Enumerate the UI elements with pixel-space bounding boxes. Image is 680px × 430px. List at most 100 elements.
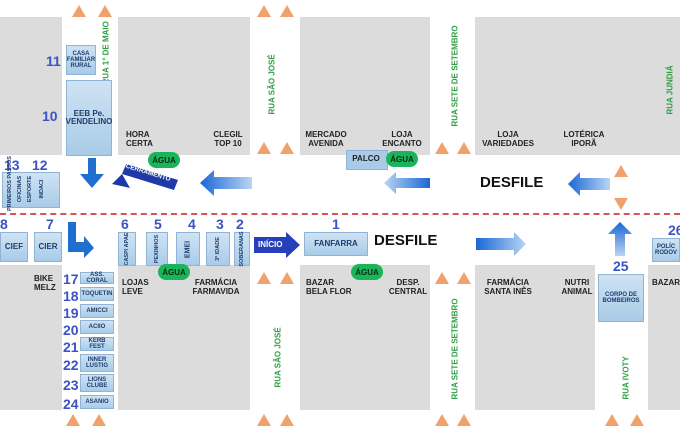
position-number-10: 10 <box>42 108 58 124</box>
position-number-22: 22 <box>63 357 79 373</box>
block-bottom-right <box>648 265 680 410</box>
street-rua-1-maio: RUA 1° DE MAIO <box>101 21 111 85</box>
slot-pexinhos <box>146 232 168 266</box>
marker-triangle <box>435 142 449 154</box>
slot-terceira-idade-label: 3ª IDADE <box>215 237 221 261</box>
slot-primeiros-passos: PRIMEIROS PASSOS <box>7 156 13 211</box>
place-loja-encanto: LOJA ENCANTO <box>382 130 422 149</box>
slot-toquetin: TOQUETIN <box>80 287 114 301</box>
slot-casa-familiar-rural: CASA FAMILIAR RURAL <box>66 45 96 75</box>
position-number-20: 20 <box>63 322 79 338</box>
place-bike-melz: BIKE MELZ <box>34 274 56 293</box>
agua-badge: ÁGUA <box>386 151 418 167</box>
position-number-13: 13 <box>4 157 20 173</box>
block-top-left <box>0 17 62 155</box>
agua-badge: ÁGUA <box>351 264 383 280</box>
slot-cief: CIEF <box>0 232 28 262</box>
slot-policia-rodoviaria: POLÍC RODOV <box>652 238 680 262</box>
route-center-line <box>0 213 680 215</box>
marker-triangle <box>72 5 86 17</box>
position-number-23: 23 <box>63 377 79 393</box>
place-hora-certa: HORA CERTA <box>126 130 153 149</box>
block-top-a <box>118 17 250 155</box>
position-number-3: 3 <box>216 216 224 232</box>
slot-emei <box>176 232 200 266</box>
marker-triangle <box>280 142 294 154</box>
slot-casp-apae-label: CASP/ APAE <box>124 232 130 266</box>
slot-soberanas-label: SOBERANAS <box>239 231 245 267</box>
marker-triangle <box>257 5 271 17</box>
position-number-8: 8 <box>0 216 8 232</box>
slot-oficinas: OFICINAS <box>17 175 23 203</box>
marker-triangle <box>257 414 271 426</box>
marker-triangle <box>457 142 471 154</box>
position-number-11: 11 <box>46 53 61 69</box>
slot-soberanas <box>234 232 250 266</box>
place-clegil: CLEGIL TOP 10 <box>213 130 243 149</box>
place-bazar-right: BAZAR <box>652 278 680 287</box>
marker-triangle <box>605 414 619 426</box>
slot-emei-label: EMEI <box>184 240 192 259</box>
marker-triangle <box>457 414 471 426</box>
marker-triangle <box>98 5 112 17</box>
position-number-25: 25 <box>613 258 629 274</box>
agua-badge: ÁGUA <box>148 152 180 168</box>
slot-casp-apae <box>118 232 136 266</box>
slot-asanio: ASANIO <box>80 395 114 409</box>
marker-triangle <box>435 414 449 426</box>
place-farmacia-santa: FARMÁCIA SANTA INÊS <box>484 278 532 297</box>
marker-triangle <box>614 198 628 210</box>
arrow-down-right-icon <box>68 222 94 258</box>
marker-triangle <box>257 142 271 154</box>
place-desp-central: DESP. CENTRAL <box>388 278 428 297</box>
place-loterica: LOTÉRICA IPORÃ <box>563 130 605 149</box>
marker-triangle <box>92 414 106 426</box>
marker-triangle <box>257 272 271 284</box>
slot-corpo-bombeiros: CORPO DE BOMBEIROS <box>598 274 644 322</box>
slot-pexinhos-label: PEXINHOS <box>154 234 160 264</box>
place-farmacia-farmavida: FARMÁCIA FARMAVIDA <box>192 278 240 297</box>
slot-kerb-fest: KERB FEST <box>80 337 114 351</box>
street-rua-sete-top: RUA SETE DE SETEMBRO <box>450 25 460 127</box>
position-number-21: 21 <box>63 339 79 355</box>
position-number-26: 26 <box>668 222 680 238</box>
marker-triangle <box>614 165 628 177</box>
arrow-left-icon <box>568 172 610 196</box>
slot-inner-lustig: INNER LUSTIG <box>80 354 114 372</box>
slot-indaci: INDACI <box>39 179 45 199</box>
place-loja-variedades: LOJA VARIEDADES <box>482 130 534 149</box>
slot-ass-coral: ASS. CORAL <box>80 272 114 284</box>
marker-triangle <box>280 272 294 284</box>
label-desfile-top: DESFILE <box>480 174 544 191</box>
position-number-24: 24 <box>63 396 79 412</box>
street-rua-jundia: RUA JUNDIÁ <box>665 65 675 115</box>
agua-badge: ÁGUA <box>158 264 190 280</box>
block-top-c <box>475 17 650 155</box>
place-mercado: MERCADO AVENIDA <box>305 130 347 149</box>
slot-cier: CIER <box>34 232 62 262</box>
marker-triangle <box>280 414 294 426</box>
arrow-down-icon <box>80 158 104 188</box>
slot-row-13 <box>2 172 60 208</box>
slot-terceira-idade <box>206 232 230 266</box>
position-number-6: 6 <box>121 216 129 232</box>
block-bottom-b <box>300 265 430 410</box>
street-rua-sao-jose-bottom: RUA SÃO JOSÉ <box>273 327 283 388</box>
label-inicio: INÍCIO <box>258 240 283 249</box>
arrow-right-icon <box>476 232 526 256</box>
marker-triangle <box>457 272 471 284</box>
position-number-12: 12 <box>32 157 48 173</box>
arrow-up-icon <box>608 222 632 256</box>
slot-eeb-vendelino: EEB Pe. VENDELINO <box>66 80 112 156</box>
position-number-5: 5 <box>154 216 162 232</box>
block-bottom-left <box>0 265 62 410</box>
slot-lions-clube: LIONS CLUBE <box>80 374 114 392</box>
block-top-b <box>300 17 430 155</box>
marker-triangle <box>435 272 449 284</box>
street-rua-ivoty: RUA IVOTY <box>621 356 631 400</box>
block-bottom-a <box>118 265 250 410</box>
slot-esporte: ESPORTE <box>27 175 33 203</box>
place-lojas-leve: LOJAS LEVE <box>122 278 149 297</box>
position-number-1: 1 <box>332 216 340 232</box>
position-number-4: 4 <box>188 216 196 232</box>
